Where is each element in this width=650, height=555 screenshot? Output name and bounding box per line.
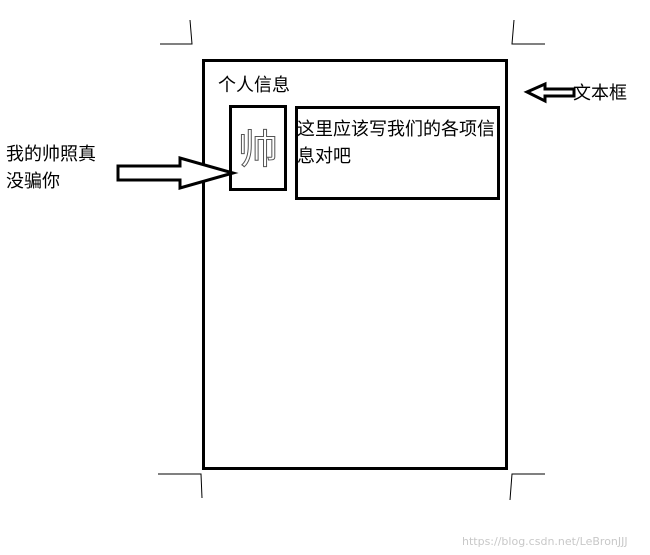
page-title: 个人信息 <box>218 75 290 96</box>
photo-box <box>229 105 287 191</box>
crop-mark-bottom-right <box>509 473 545 501</box>
left-caption: 我的帅照真没骗你 <box>6 144 96 192</box>
arrow-left-icon <box>523 81 576 104</box>
crop-mark-top-left <box>160 19 193 45</box>
crop-marks <box>158 19 545 501</box>
text-box <box>295 106 500 200</box>
crop-mark-bottom-left <box>158 473 203 499</box>
page-frame <box>202 59 508 470</box>
watermark: https://blog.csdn.net/LeBronJJJ <box>462 535 628 548</box>
right-caption: 文本框 <box>573 83 627 104</box>
photo-glyph-text: 帅 <box>238 127 276 173</box>
photo-handwritten-glyph: 帅 <box>238 127 277 174</box>
crop-mark-top-right <box>511 19 545 45</box>
text-box-content: 这里应该写我们的各项信息对吧 <box>297 119 495 167</box>
arrow-right-icon <box>116 156 239 190</box>
